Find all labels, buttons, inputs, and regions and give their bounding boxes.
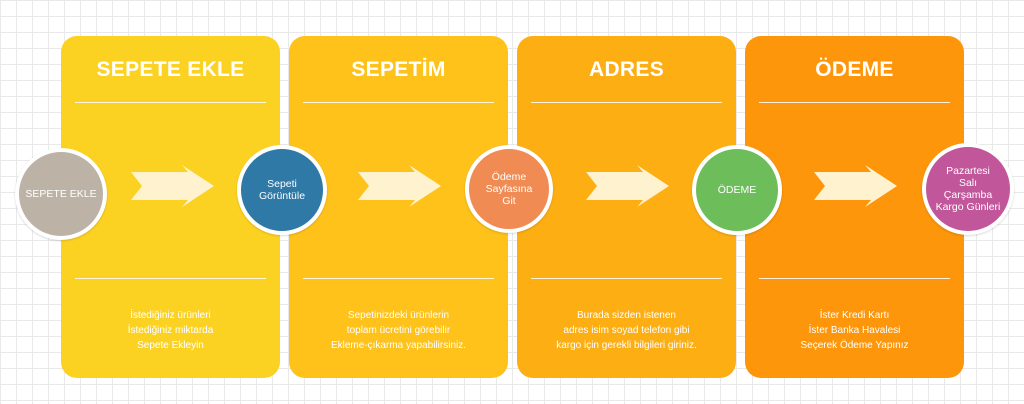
description-line: İster Banka Havalesi — [808, 325, 901, 336]
node-label: Kargo Günleri — [935, 201, 1001, 213]
description-line: Ekleme-çıkarma yapabilirsiniz. — [330, 340, 467, 351]
description-line: İster Kredi Kartı — [819, 310, 890, 321]
node-odeme-sayfasina-git: Ödeme Sayfasına Git — [465, 145, 553, 233]
node-label: ÖDEME — [717, 184, 757, 196]
chevron-arrow-right-icon — [814, 165, 897, 207]
node-sepete-ekle: SEPETE EKLE — [15, 148, 107, 240]
stage-title: SEPETE EKLE — [96, 58, 245, 81]
divider — [759, 102, 950, 103]
node-label: SEPETE EKLE — [25, 188, 97, 200]
stage-description: İstediğiniz ürünleri İstediğiniz miktard… — [67, 308, 274, 353]
node-label: Sepeti — [267, 178, 297, 190]
stage-title: ÖDEME — [815, 58, 894, 81]
description-line: İstediğiniz ürünleri — [130, 310, 211, 321]
node-label: Pazartesi — [946, 165, 990, 177]
divider — [75, 278, 266, 279]
stage-description: Sepetinizdeki ürünlerin toplam ücretini … — [295, 308, 502, 353]
description-line: Sepete Ekleyin — [137, 340, 204, 351]
divider — [303, 278, 494, 279]
stage-title: ADRES — [588, 58, 664, 81]
node-label: Salı — [958, 177, 978, 189]
stage-description: Burada sizden istenen adres isim soyad t… — [523, 308, 730, 353]
divider — [75, 102, 266, 103]
node-label: Git — [502, 195, 516, 207]
stage-title: SEPETİM — [351, 58, 446, 81]
description-line: Seçerek Ödeme Yapınız — [800, 340, 909, 351]
description-line: toplam ücretini görebilir — [346, 325, 451, 336]
node-label: Görüntüle — [258, 190, 306, 202]
description-line: Burada sizden istenen — [577, 310, 676, 321]
node-kargo-gunleri: Pazartesi Salı Çarşamba Kargo Günleri — [922, 143, 1014, 235]
chevron-arrow-right-icon — [586, 165, 669, 207]
stage-description: İster Kredi Kartı İster Banka Havalesi S… — [751, 308, 958, 353]
node-label: Ödeme — [491, 171, 527, 183]
node-label: Sayfasına — [485, 183, 533, 195]
divider — [759, 278, 950, 279]
description-line: Sepetinizdeki ürünlerin — [347, 310, 450, 321]
divider — [303, 102, 494, 103]
chevron-arrow-right-icon — [131, 165, 214, 207]
node-sepeti-goruntule: Sepeti Görüntüle — [237, 145, 327, 235]
description-line: adres isim soyad telefon gibi — [563, 325, 690, 336]
description-line: İstediğiniz miktarda — [127, 325, 214, 336]
divider — [531, 102, 722, 103]
node-odeme: ÖDEME — [692, 145, 782, 235]
divider — [531, 278, 722, 279]
node-label: Çarşamba — [943, 189, 993, 201]
chevron-arrow-right-icon — [358, 165, 441, 207]
description-line: kargo için gerekli bilgileri giriniz. — [556, 340, 697, 351]
